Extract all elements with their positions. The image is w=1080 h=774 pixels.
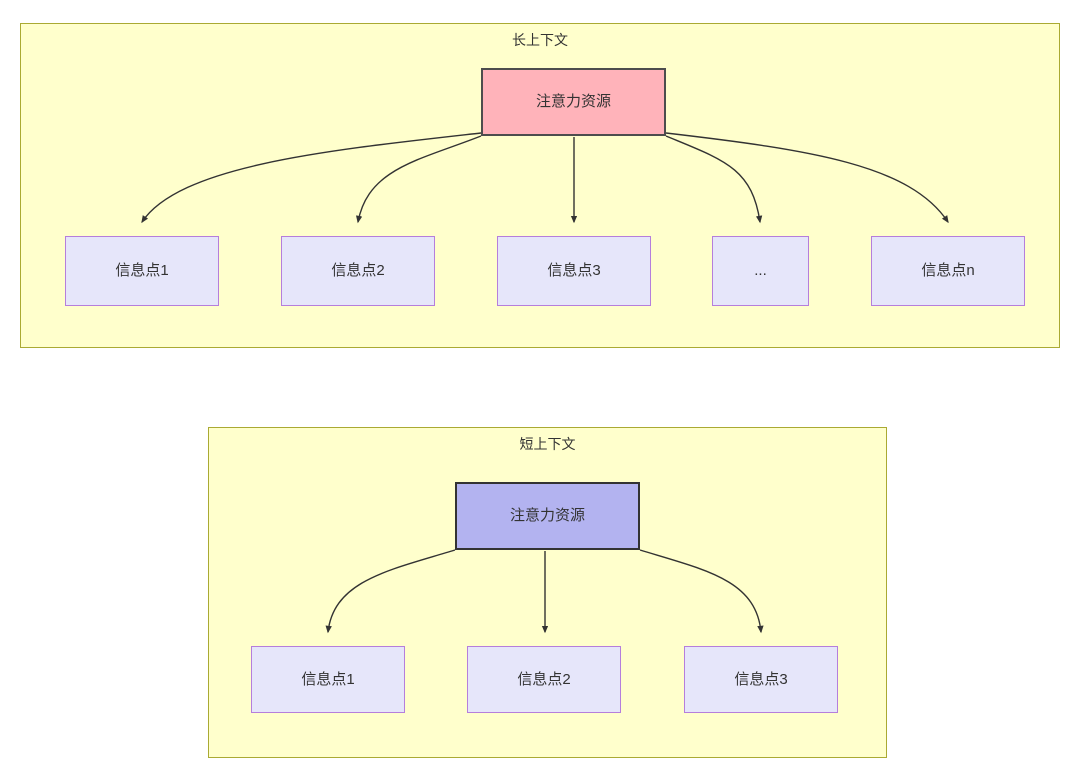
node-info-point-long-3-label: 信息点3	[547, 262, 601, 279]
node-attention-resource-short-label: 注意力资源	[509, 507, 585, 524]
node-attention-resource-long-label: 注意力资源	[535, 93, 611, 110]
node-info-point-short-3-label: 信息点3	[734, 670, 788, 688]
node-info-point-short-3[interactable]: 信息点3	[684, 646, 838, 713]
group-long-context-title: 长上下文	[512, 32, 568, 48]
node-info-point-long-3[interactable]: 信息点3	[497, 236, 651, 306]
node-attention-resource-short[interactable]: 注意力资源	[455, 482, 640, 550]
node-info-point-long-ellipsis-label: ...	[754, 262, 767, 279]
node-info-point-long-ellipsis[interactable]: ...	[712, 236, 809, 306]
node-info-point-long-2[interactable]: 信息点2	[281, 236, 435, 306]
node-attention-resource-long[interactable]: 注意力资源	[481, 68, 666, 136]
node-info-point-long-2-label: 信息点2	[331, 262, 385, 279]
node-info-point-long-1[interactable]: 信息点1	[65, 236, 219, 306]
node-info-point-short-1-label: 信息点1	[301, 670, 355, 688]
node-info-point-long-1-label: 信息点1	[115, 262, 169, 279]
node-info-point-long-n-label: 信息点n	[921, 262, 975, 279]
node-info-point-short-1[interactable]: 信息点1	[251, 646, 405, 713]
node-info-point-short-2-label: 信息点2	[517, 670, 571, 688]
node-info-point-short-2[interactable]: 信息点2	[467, 646, 621, 713]
node-info-point-long-n[interactable]: 信息点n	[871, 236, 1025, 306]
group-short-context-title: 短上下文	[519, 436, 576, 452]
